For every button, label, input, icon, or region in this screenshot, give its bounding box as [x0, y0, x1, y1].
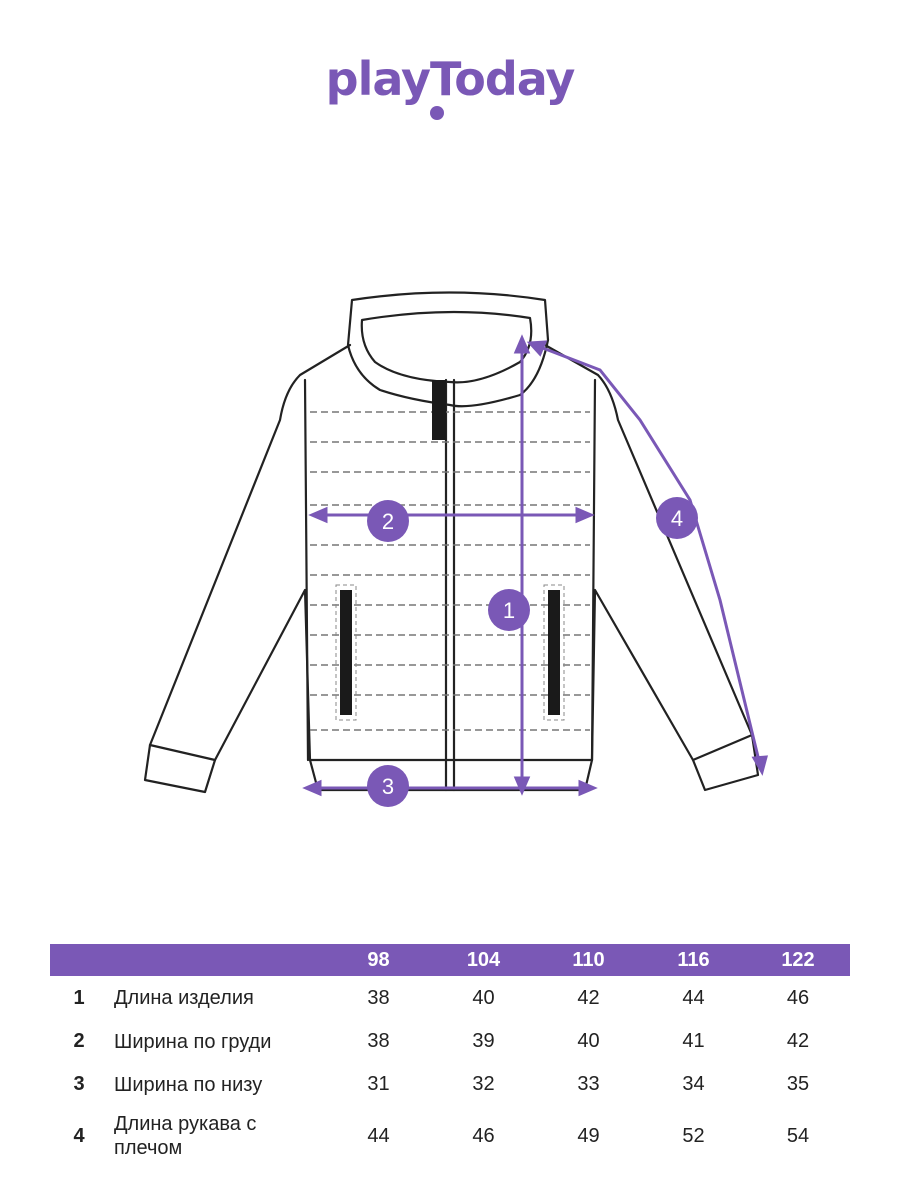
- table-cell: 38: [367, 1030, 390, 1052]
- brand-logo-text: playToday: [325, 52, 576, 106]
- marker-1-label: 1: [503, 598, 515, 623]
- measurement-lines: [302, 334, 768, 797]
- table-cell: 35: [786, 1073, 810, 1095]
- row-label: Ширина по низу: [114, 1073, 263, 1096]
- table-cell: 38: [367, 986, 390, 1009]
- table-cell: 46: [472, 1124, 495, 1147]
- table-row: 1 Длина изделия 38 40 42 44 46: [50, 976, 850, 1020]
- table-cell: 40: [577, 1030, 600, 1052]
- size-table: 98 104 110 116 122 1 Длина изделия 38 40…: [50, 944, 850, 1166]
- row-number: 4: [73, 1124, 85, 1147]
- size-header: 122: [746, 944, 850, 976]
- table-cell: 39: [472, 1030, 495, 1052]
- table-cell: 34: [682, 1073, 705, 1095]
- row-number: 1: [73, 986, 85, 1009]
- row-number: 2: [73, 1030, 85, 1052]
- pocket-zippers: [335, 380, 565, 721]
- quilting-lines: [310, 411, 590, 731]
- size-header: 110: [536, 944, 641, 976]
- marker-1: 1: [488, 589, 530, 631]
- table-cell: 31: [367, 1073, 390, 1095]
- table-cell: 44: [367, 1124, 390, 1147]
- table-row: 2 Ширина по груди 38 39 40 41 42: [50, 1020, 850, 1063]
- logo-dot: [430, 106, 444, 120]
- table-cell: 52: [682, 1124, 705, 1147]
- marker-3: 3: [367, 765, 409, 807]
- table-cell: 40: [472, 986, 495, 1009]
- jacket-outline: [143, 291, 760, 794]
- measurement-markers: 1 2 3 4: [367, 497, 698, 807]
- table-cell: 42: [786, 1030, 810, 1052]
- header-empty-num: [50, 944, 108, 976]
- row-number: 3: [73, 1073, 85, 1095]
- table-cell: 49: [577, 1124, 600, 1147]
- table-cell: 42: [577, 986, 600, 1009]
- table-cell: 33: [577, 1073, 600, 1095]
- table-cell: 46: [786, 986, 810, 1009]
- marker-2-label: 2: [382, 509, 394, 534]
- table-cell: 44: [682, 986, 705, 1009]
- header-empty-label: [108, 944, 326, 976]
- row-label: Длина изделия: [114, 987, 254, 1009]
- table-cell: 41: [682, 1030, 705, 1052]
- brand-logo: playToday: [0, 52, 900, 106]
- size-header: 98: [326, 944, 431, 976]
- row-label: Ширина по груди: [114, 1030, 272, 1053]
- size-header: 116: [641, 944, 746, 976]
- jacket-sketch: 1 2 3 4: [143, 291, 768, 807]
- size-header: 104: [431, 944, 536, 976]
- table-cell: 54: [786, 1124, 810, 1147]
- marker-4: 4: [656, 497, 698, 539]
- size-header-row: 98 104 110 116 122: [50, 944, 850, 976]
- marker-2: 2: [367, 500, 409, 542]
- marker-3-label: 3: [382, 774, 394, 799]
- table-row: 3 Ширина по низу 31 32 33 34 35: [50, 1063, 850, 1106]
- marker-4-label: 4: [671, 506, 683, 531]
- table-cell: 32: [472, 1073, 495, 1095]
- row-label: Длина рукава с плечом: [114, 1113, 257, 1159]
- table-row: 4 Длина рукава с плечом 44 46 49 52 54: [50, 1106, 850, 1166]
